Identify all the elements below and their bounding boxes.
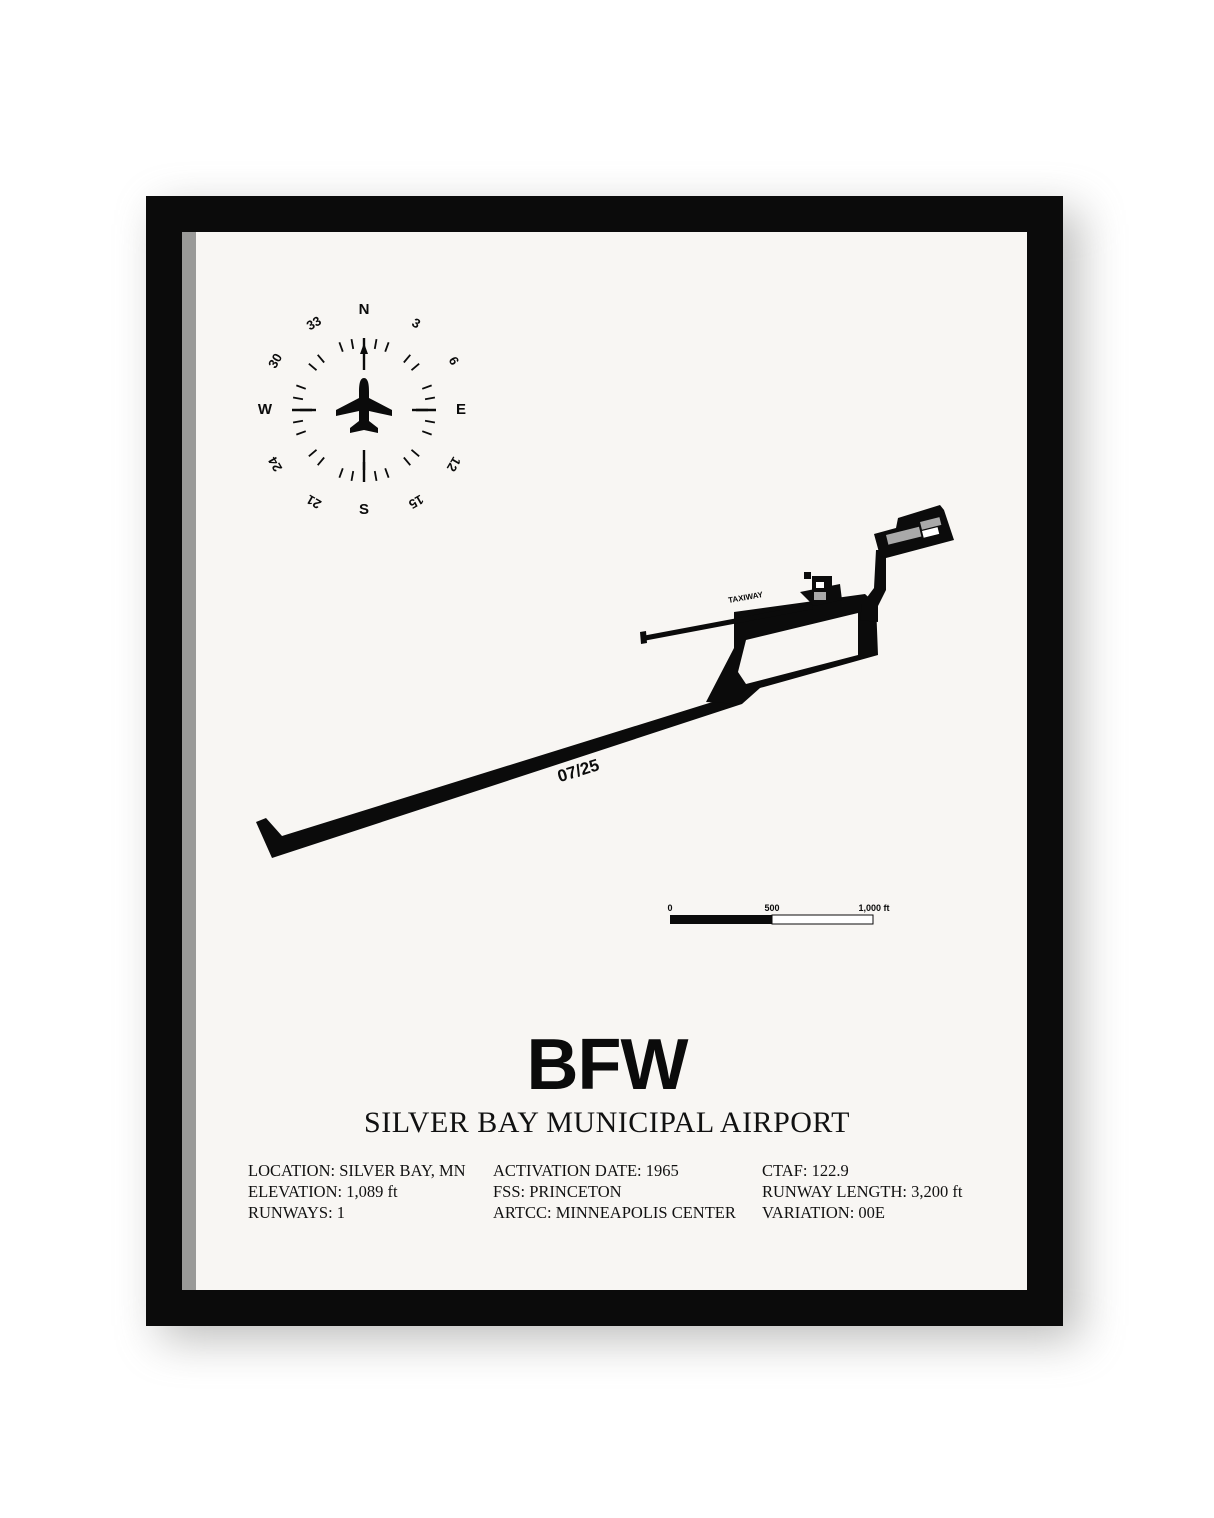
compass-tick [410,363,420,371]
apron-gray-1 [886,526,922,545]
runway-07-25 [256,694,742,858]
apron-connector [860,550,886,622]
compass-tick [373,470,378,482]
compass-tick [350,470,355,482]
scale-bar-white [771,914,874,925]
compass-tick [292,396,304,401]
compass-north-label: N [359,301,370,318]
scale-label-500: 500 [764,903,779,913]
info-elevation: ELEVATION: 1,089 ft [248,1182,398,1201]
compass-tick [424,396,436,401]
compass-tick [403,354,411,364]
compass-tick [308,363,318,371]
heading-30-label: 30 [265,351,285,371]
apron-gray-2 [920,517,942,530]
compass-tick [424,419,436,424]
compass-west-label: W [258,401,273,418]
info-runways: RUNWAYS: 1 [248,1203,346,1222]
info-column-3: CTAF: 122.9 RUNWAY LENGTH: 3,200 ft VARI… [762,1160,962,1223]
compass-tick [373,338,378,350]
info-runway-length: RUNWAY LENGTH: 3,200 ft [762,1182,963,1201]
compass-tick [421,384,432,390]
compass-tick [384,467,390,478]
compass-tick [296,430,307,436]
connector-taxiway [706,594,878,704]
compass-tick [296,384,307,390]
heading-21-label: 21 [304,492,324,512]
compass-tick [338,467,344,478]
compass-tick [338,342,344,353]
compass-east-label: E [456,401,466,418]
hangar-gray [814,592,826,600]
runway-layout [256,505,954,858]
heading-6-label: 6 [446,354,463,368]
compass-rose: N E S W 3 6 12 15 21 24 30 33 [258,301,466,518]
airport-name: SILVER BAY MUNICIPAL AIRPORT [364,1106,850,1139]
compass-tick [317,354,325,364]
poster-paper [196,232,1027,1290]
hangar-white [816,582,824,588]
scale-bar-black [670,915,772,924]
compass-south-label: S [359,501,369,518]
scale-label-0: 0 [667,903,672,913]
heading-3-label: 3 [409,315,423,332]
airplane-icon [336,378,392,433]
info-fss: FSS: PRINCETON [493,1182,622,1201]
compass-tick [292,419,304,424]
compass-tick [421,430,432,436]
info-column-1: LOCATION: SILVER BAY, MN ELEVATION: 1,08… [248,1160,466,1223]
info-column-2: ACTIVATION DATE: 1965 FSS: PRINCETON ART… [493,1160,736,1223]
scale-label-1000: 1,000 ft [858,903,889,913]
compass-tick [410,449,420,457]
heading-33-label: 33 [304,313,324,333]
info-variation: VARIATION: 00E [762,1203,885,1222]
heading-24-label: 24 [265,454,286,475]
marker-small [804,572,811,579]
compass-tick [403,456,411,466]
heading-12-label: 12 [444,454,464,474]
info-artcc: ARTCC: MINNEAPOLIS CENTER [493,1203,736,1222]
heading-15-label: 15 [406,492,426,512]
compass-tick [308,449,318,457]
info-ctaf: CTAF: 122.9 [762,1161,849,1180]
compass-tick [384,342,390,353]
taxiway-end-marker [640,631,647,644]
compass-tick [317,456,325,466]
taxiway-label: TAXIWAY [727,590,764,605]
apron-white [922,527,940,538]
compass-cardinals: N E S W [258,301,466,518]
info-activation-date: ACTIVATION DATE: 1965 [493,1161,679,1180]
north-arrow-icon [360,343,368,354]
scale-bar: 0 500 1,000 ft [667,903,890,925]
compass-tick [350,338,355,350]
airport-code: BFW [526,1025,689,1105]
info-location: LOCATION: SILVER BAY, MN [248,1161,466,1180]
parallel-taxiway [642,604,813,641]
